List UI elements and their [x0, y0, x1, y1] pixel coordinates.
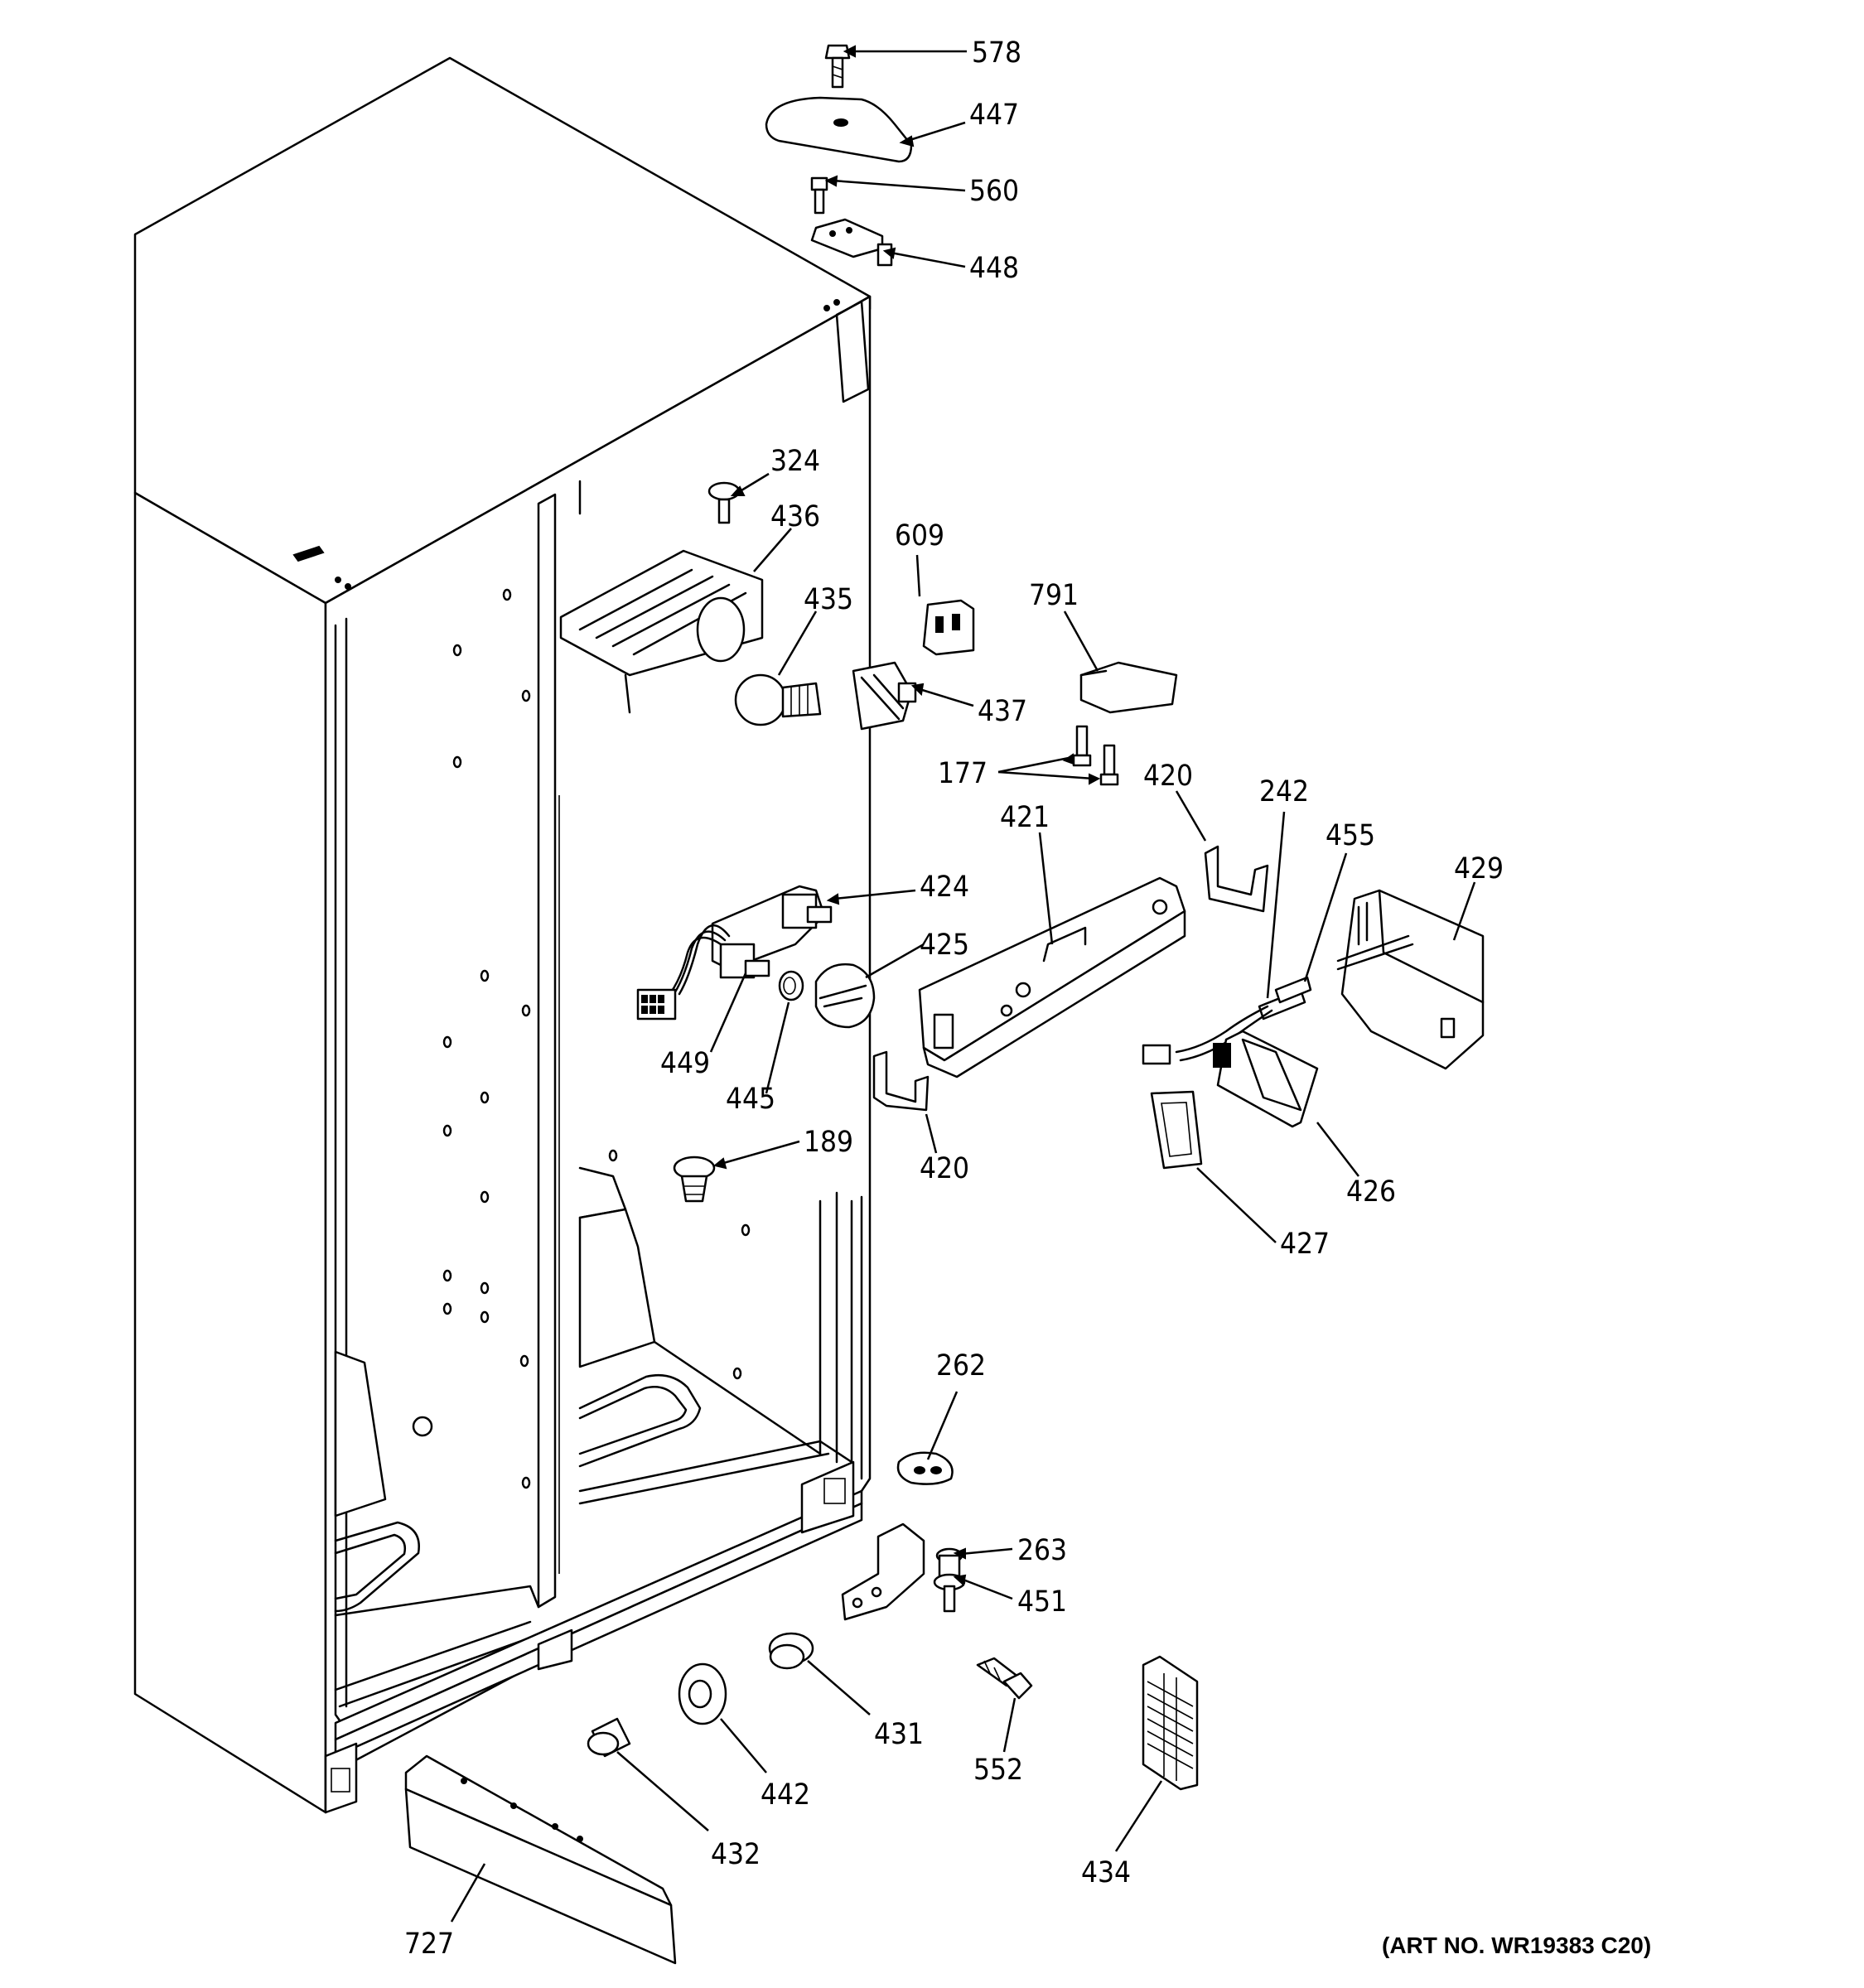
- label-442: 442: [761, 1778, 810, 1812]
- label-262: 262: [936, 1349, 986, 1382]
- label-448: 448: [969, 252, 1019, 285]
- part-177-screws: [1072, 725, 1119, 786]
- label-560: 560: [969, 175, 1019, 208]
- label-791: 791: [1029, 579, 1079, 612]
- part-420-bracket-top: [1204, 845, 1269, 913]
- part-431-bushing: [768, 1632, 814, 1670]
- part-447-hinge-cover: [765, 96, 913, 163]
- label-424: 424: [920, 871, 969, 904]
- part-263-451-bottom-hinge: [841, 1522, 966, 1621]
- part-436-light-shield: [559, 549, 764, 714]
- part-426-display-module: [1213, 1030, 1319, 1128]
- part-560-screw: [810, 176, 828, 215]
- part-437-lamp-socket: [852, 661, 917, 731]
- part-435-light-bulb: [734, 673, 822, 726]
- label-425: 425: [920, 929, 969, 962]
- label-426: 426: [1346, 1175, 1396, 1209]
- label-437: 437: [978, 695, 1027, 728]
- label-609: 609: [895, 519, 944, 552]
- label-324: 324: [770, 445, 820, 478]
- part-434-toe-grille: [1142, 1655, 1199, 1791]
- label-435: 435: [804, 583, 853, 616]
- part-727-kickplate: [404, 1754, 677, 1965]
- label-431: 431: [874, 1718, 924, 1751]
- part-429-control-box: [1336, 889, 1485, 1070]
- label-420-top: 420: [1143, 760, 1193, 793]
- label-445: 445: [726, 1083, 775, 1116]
- part-445-knob-bushing: [778, 970, 804, 1001]
- label-436: 436: [770, 500, 820, 533]
- part-labels: 578 447 560 448 324 436 609 435 791 437 …: [404, 36, 1651, 1961]
- part-791-cover-cap: [1079, 661, 1178, 714]
- refrigerator-cabinet: [133, 56, 872, 1814]
- label-552: 552: [973, 1754, 1023, 1787]
- label-420-bottom: 420: [920, 1152, 969, 1185]
- label-578: 578: [972, 36, 1021, 70]
- part-189-plug: [673, 1156, 716, 1203]
- part-448-top-hinge: [810, 218, 893, 267]
- label-189: 189: [804, 1126, 853, 1159]
- part-578-screw: [824, 44, 851, 89]
- part-427-display-lens: [1150, 1090, 1203, 1170]
- part-442-washer: [678, 1662, 727, 1725]
- part-432-sleeve: [587, 1717, 631, 1758]
- part-262-hinge-shim: [896, 1451, 954, 1485]
- leader-lines: [450, 45, 1476, 1923]
- label-177: 177: [938, 757, 988, 790]
- part-425-control-knob: [814, 963, 876, 1029]
- label-242: 242: [1259, 775, 1309, 808]
- label-727: 727: [404, 1928, 454, 1961]
- part-609-door-switch: [922, 599, 975, 656]
- part-552-bolt: [976, 1657, 1033, 1700]
- label-449: 449: [660, 1047, 710, 1080]
- label-455: 455: [1326, 819, 1375, 852]
- label-429: 429: [1454, 852, 1504, 885]
- label-432: 432: [711, 1838, 761, 1871]
- label-434: 434: [1081, 1856, 1131, 1889]
- label-263: 263: [1017, 1534, 1067, 1567]
- label-447: 447: [969, 99, 1019, 132]
- part-420-bracket-bottom: [872, 1050, 930, 1112]
- label-421: 421: [1000, 801, 1050, 834]
- cabinet-mounting-holes: [412, 588, 751, 1489]
- label-427: 427: [1280, 1228, 1330, 1261]
- part-424-temperature-control: [636, 885, 833, 1021]
- art-number: (ART NO. WR19383 C20): [1382, 1933, 1651, 1958]
- part-421-control-housing: [918, 876, 1186, 1078]
- label-451: 451: [1017, 1585, 1067, 1619]
